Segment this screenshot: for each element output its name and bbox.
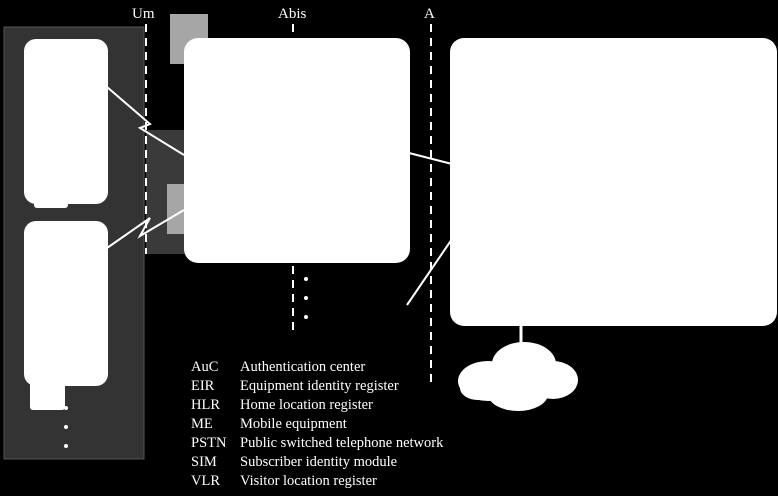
- bss-more-dot-1: [304, 277, 308, 281]
- legend-row: AuC Authentication center: [191, 358, 443, 377]
- legend-abbr: ME: [191, 416, 213, 432]
- legend-meaning: Visitor location register: [240, 473, 377, 489]
- legend-row: SIM Subscriber identity module: [191, 453, 443, 472]
- legend-row: VLR Visitor location register: [191, 472, 443, 491]
- mobile-more-dot-1: [64, 406, 68, 410]
- other-bsc-link: [406, 238, 453, 306]
- bss-more-dot-3: [304, 315, 308, 319]
- legend-meaning: Home location register: [240, 397, 373, 413]
- legend-meaning: Mobile equipment: [240, 416, 347, 432]
- bts-gray-box-bottom: [167, 184, 189, 234]
- legend-abbr: AuC: [191, 359, 219, 375]
- mobile-station-1-body: [24, 39, 108, 204]
- radio-link-1: [106, 86, 185, 156]
- pstn-cloud: [458, 342, 578, 411]
- legend-meaning: Authentication center: [240, 359, 366, 375]
- radio-link-2: [106, 209, 185, 249]
- bss-to-nss-link: [408, 152, 453, 165]
- bss-more-dot-2: [304, 296, 308, 300]
- legend-meaning: Public switched telephone network: [240, 435, 444, 451]
- mobile-more-dot-2: [64, 425, 68, 429]
- base-station-subsystem-box: [184, 38, 410, 263]
- legend-meaning: Subscriber identity module: [240, 454, 398, 470]
- mobile-station-2-body: [24, 221, 108, 386]
- legend-abbr: EIR: [191, 378, 215, 394]
- legend-abbr: HLR: [191, 397, 220, 413]
- a-interface-label: A: [424, 6, 435, 22]
- legend-row: PSTN Public switched telephone network: [191, 434, 443, 453]
- um-interface-label: Um: [132, 6, 155, 22]
- mobile-station-2-sim: [30, 378, 65, 410]
- abbreviation-legend: AuC Authentication center EIR Equipment …: [191, 358, 443, 491]
- legend-abbr: SIM: [191, 454, 217, 470]
- legend-row: ME Mobile equipment: [191, 415, 443, 434]
- legend-abbr: VLR: [191, 473, 220, 489]
- legend-meaning: Equipment identity register: [240, 378, 399, 394]
- abis-interface-label: Abis: [278, 6, 307, 22]
- network-subsystem-box: [450, 38, 777, 326]
- legend-row: EIR Equipment identity register: [191, 377, 443, 396]
- legend-row: HLR Home location register: [191, 396, 443, 415]
- mobile-more-dot-3: [64, 444, 68, 448]
- mobile-station-1-sim: [34, 196, 68, 208]
- legend-abbr: PSTN: [191, 435, 227, 451]
